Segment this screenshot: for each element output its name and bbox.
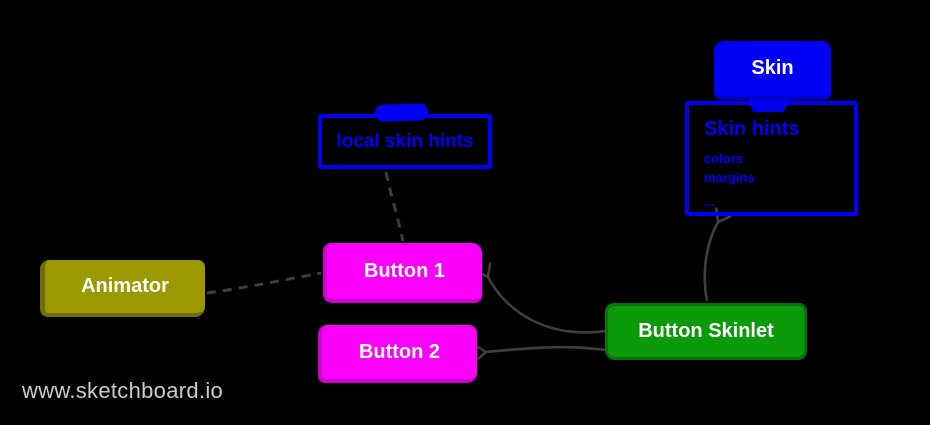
node-button2[interactable]: Button 2 (318, 325, 477, 383)
edge-animator-to-button1[interactable] (206, 271, 322, 295)
skin-hints-item-more: ... (704, 194, 715, 209)
node-animator-label: Animator (81, 275, 169, 297)
node-local-skin-hints[interactable]: local skin hints (318, 114, 492, 169)
edge-button-skinlet-to-button2[interactable] (473, 343, 607, 363)
node-skin-label: Skin (751, 57, 794, 79)
edge-button-skinlet-to-button1[interactable] (474, 262, 606, 334)
node-local-skin-hints-label: local skin hints (336, 130, 474, 152)
node-animator[interactable]: Animator (40, 260, 205, 317)
node-skin-hints[interactable]: Skin hints colors margins ... (685, 101, 858, 216)
node-button1-label: Button 1 (363, 259, 446, 282)
node-button2-label: Button 2 (358, 340, 441, 363)
skin-hints-item-margins: margins (704, 170, 755, 185)
node-button-skinlet[interactable]: Button Skinlet (605, 303, 807, 360)
edge-button-skinlet-to-skin-hints[interactable] (703, 207, 732, 302)
edge-local-skin-hints-to-button1[interactable] (384, 171, 405, 242)
node-button1[interactable]: Button 1 (323, 243, 482, 303)
skin-hints-title: Skin hints (704, 118, 800, 140)
skin-hints-item-colors: colors (704, 151, 744, 166)
node-button-skinlet-label: Button Skinlet (638, 320, 774, 342)
sketchboard-watermark: www.sketchboard.io (22, 378, 224, 403)
node-skin[interactable]: Skin (714, 41, 831, 100)
